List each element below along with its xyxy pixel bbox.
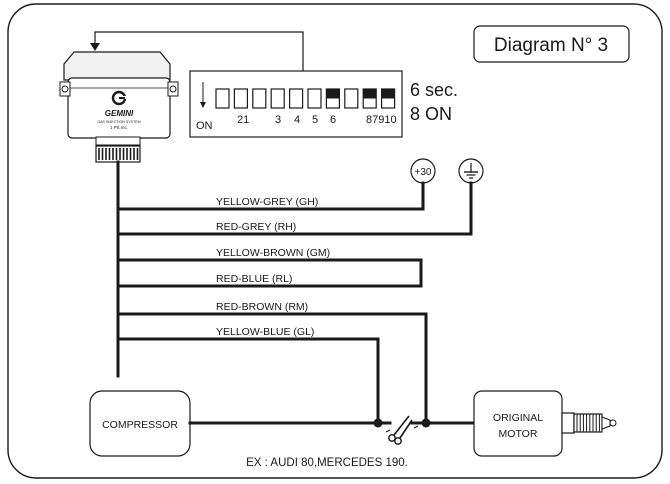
diagram-title: Diagram N° 3: [494, 35, 608, 56]
ecu-unit: GEMINI GAS INJECTION SYSTEM 1 PS Inc.: [59, 51, 179, 163]
wire-yellow-brown-red-blue-loop: [116, 258, 423, 288]
plus30-label: +30: [415, 167, 432, 178]
feedback-arrowhead-icon: [90, 43, 100, 51]
wire-label-red-grey: RED-GREY (RH): [216, 221, 296, 233]
dip-switch-9: [362, 88, 377, 109]
dip-switch: ON 21 3 4 5 6 87910: [189, 70, 403, 138]
motor-label-line1: ORIGINAL: [493, 412, 543, 424]
plus30-terminal: +30: [410, 158, 436, 184]
dip-label-87910: 87910: [366, 114, 397, 126]
wire-label-yellow-blue: YELLOW-BLUE (GL): [216, 326, 314, 338]
dip-switch-3: [252, 88, 267, 109]
dip-label-4: 4: [294, 114, 300, 126]
on-arrow-icon: [200, 82, 206, 108]
dip-switch-6: [307, 88, 322, 109]
dip-label-21: 21: [237, 114, 249, 126]
dip-switch-4: [270, 88, 285, 109]
setting-on: 8 ON: [410, 104, 452, 124]
ecu-subtitle-2: 1 PS Inc.: [110, 125, 128, 130]
setting-time: 6 sec.: [410, 80, 458, 100]
junction-yellow-blue: [373, 418, 383, 428]
ground-symbol-icon: [458, 158, 484, 184]
wire-yellow-grey: [116, 181, 425, 211]
dip-switch-8: [344, 88, 359, 109]
feedback-arrow-line: [94, 31, 304, 71]
dip-switch-5: [289, 88, 304, 109]
wire-label-yellow-grey: YELLOW-GREY (GH): [216, 196, 318, 208]
junction-red-brown: [421, 418, 431, 428]
gemini-g-icon: [111, 90, 127, 106]
diagram-title-box: Diagram N° 3: [473, 25, 630, 63]
diagram-frame: [7, 3, 663, 479]
wire-label-yellow-brown: YELLOW-BROWN (GM): [216, 247, 330, 259]
dip-on-label: ON: [196, 120, 213, 132]
compressor-box: COMPRESSOR: [89, 390, 191, 457]
wire-label-red-brown: RED-BROWN (RM): [216, 301, 308, 313]
motor-label-line2: MOTOR: [499, 428, 538, 440]
dip-label-3: 3: [275, 114, 281, 126]
motor-plug-icon: [561, 412, 617, 434]
compressor-label: COMPRESSOR: [102, 419, 178, 431]
example-note: EX : AUDI 80,MERCEDES 190.: [246, 457, 408, 469]
dip-switch-1: [215, 88, 230, 109]
wire-yellow-blue: [116, 337, 380, 425]
wire-red-grey: [116, 181, 473, 236]
ecu-subtitle-1: GAS INJECTION SYSTEM: [97, 120, 140, 124]
wire-red-brown: [116, 312, 428, 425]
ecu-connector: [95, 145, 141, 163]
dip-switch-7: [325, 88, 340, 109]
dip-switch-10: [381, 88, 396, 109]
scissors-icon: [385, 415, 419, 445]
ecu-brand: GEMINI: [105, 109, 134, 118]
original-motor-box: ORIGINAL MOTOR: [473, 390, 563, 457]
wire-label-red-blue: RED-BLUE (RL): [216, 273, 292, 285]
dip-label-5: 5: [312, 114, 318, 126]
dip-switch-2: [233, 88, 248, 109]
dip-label-6: 6: [330, 114, 336, 126]
